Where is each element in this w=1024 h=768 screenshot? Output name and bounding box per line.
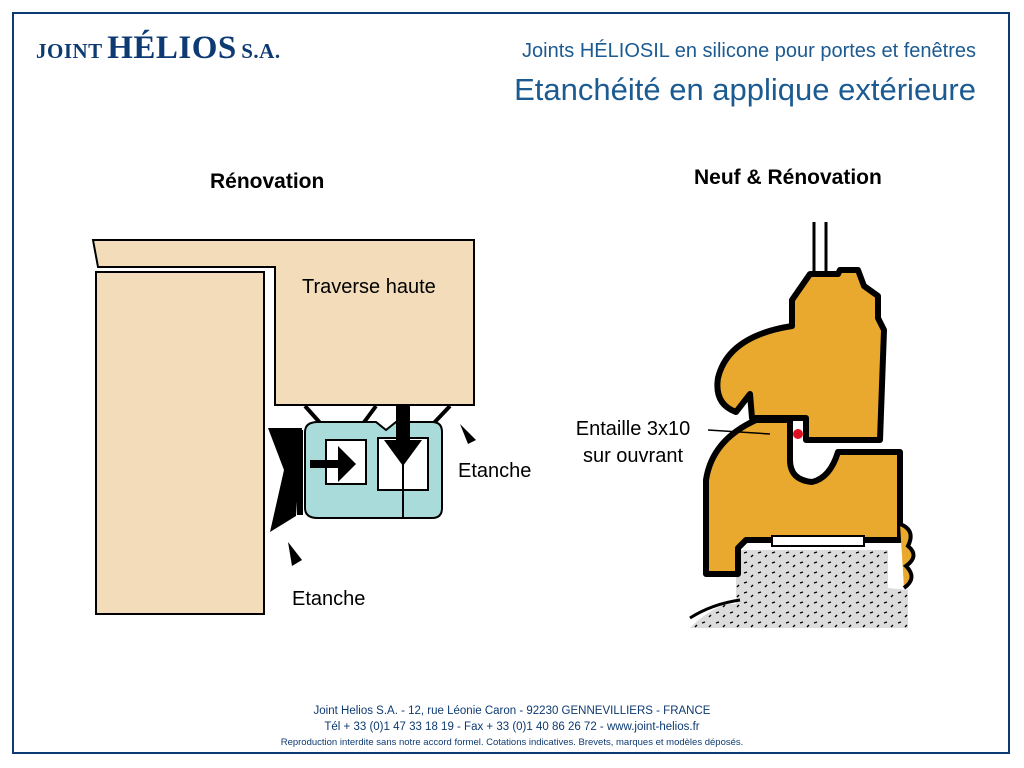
concrete-sill xyxy=(690,550,908,628)
page-subtitle: Joints HÉLIOSIL en silicone pour portes … xyxy=(522,40,976,62)
side-jamb xyxy=(95,271,265,615)
footer-contact: Tél + 33 (0)1 47 33 18 19 - Fax + 33 (0)… xyxy=(324,721,700,733)
weather-seal xyxy=(899,522,916,590)
leader-line xyxy=(707,429,771,435)
label-entaille-line1: Entaille 3x10 xyxy=(575,418,691,440)
label-etanche-right: Etanche xyxy=(458,460,532,482)
sash-profile xyxy=(714,267,887,443)
left-section-title: Rénovation xyxy=(210,170,325,193)
logo-name: HÉLIOS xyxy=(107,30,237,66)
label-entaille-line2: sur ouvrant xyxy=(582,445,684,467)
neuf-renovation-drawing xyxy=(689,222,916,628)
pointer-bottom xyxy=(288,542,302,566)
label-entaille: Entaille 3x10 sur ouvrant xyxy=(563,416,703,470)
label-etanche-bottom: Etanche xyxy=(292,588,366,610)
footer-address: Joint Helios S.A. - 12, rue Léonie Caron… xyxy=(313,705,711,717)
logo-suffix: S.A. xyxy=(241,39,281,63)
renovation-drawing xyxy=(91,239,476,615)
page-border xyxy=(12,12,1010,754)
arrow-right xyxy=(310,446,356,482)
pointer-right xyxy=(460,424,476,444)
marker-dot xyxy=(793,429,803,439)
label-traverse-haute: Traverse haute xyxy=(302,276,436,298)
logo-prefix: JOINT xyxy=(36,39,103,63)
arrow-down xyxy=(384,406,422,466)
traverse-haute xyxy=(91,239,475,406)
page-title: Etanchéité en applique extérieure xyxy=(514,72,976,107)
footer-legal: Reproduction interdite sans notre accord… xyxy=(280,737,744,748)
right-section-title: Neuf & Rénovation xyxy=(694,166,882,189)
company-logo: JOINT HÉLIOS S.A. xyxy=(36,30,281,67)
black-profile xyxy=(268,428,302,532)
